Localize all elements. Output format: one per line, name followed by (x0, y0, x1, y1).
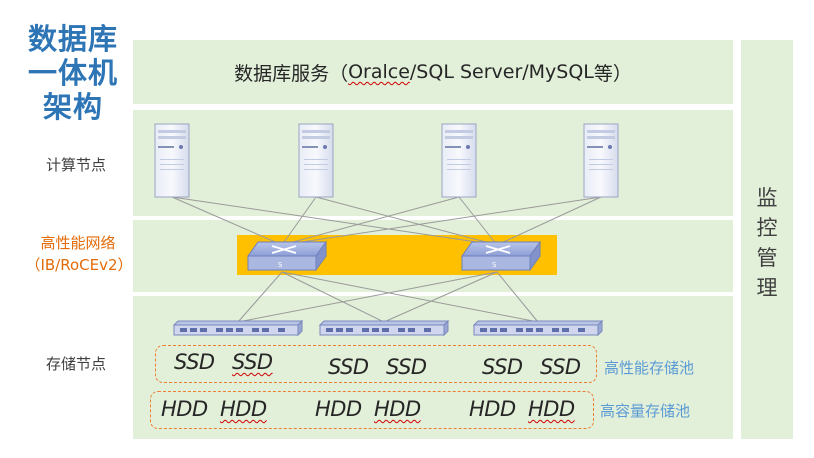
db-service-product-1: Oralce (348, 61, 410, 83)
title-line-1: 数据库 (27, 22, 118, 56)
storage-band (133, 296, 733, 439)
hdd-disk-6: HDD (528, 397, 575, 421)
compute-server-2 (298, 123, 334, 198)
monitor-char-4: 理 (756, 276, 778, 300)
switch-1-glyph: S (278, 261, 283, 269)
network-switch-1: S (247, 240, 327, 272)
network-storage-links (237, 271, 539, 323)
monitor-char-1: 监 (756, 186, 778, 210)
ssd-disk-2: SSD (232, 350, 273, 374)
title-line-3: 架构 (42, 90, 103, 124)
monitor-panel (741, 40, 793, 439)
db-service-suffix: 等） (593, 62, 632, 85)
storage-node-label: 存储节点 (46, 355, 107, 373)
compute-network-links (171, 196, 602, 246)
db-service-prefix: 数据库服务（ (234, 62, 349, 85)
monitor-char-3: 管 (756, 246, 778, 270)
ssd-disk-5: SSD (482, 355, 523, 379)
switch-2-glyph: S (492, 261, 497, 269)
compute-server-4 (583, 123, 619, 198)
hdd-disk-2: HDD (220, 397, 267, 421)
storage-enclosure-2 (318, 319, 450, 337)
compute-server-3 (441, 123, 477, 198)
hdd-disk-4: HDD (374, 397, 421, 421)
network-switch-2: S (461, 240, 541, 272)
storage-enclosure-3 (472, 319, 604, 337)
db-service-middle: /SQL Server/ (409, 61, 529, 83)
ssd-disk-3: SSD (328, 355, 369, 379)
monitor-char-2: 控 (756, 216, 778, 240)
storage-enclosure-1 (172, 319, 304, 337)
title-line-2: 一体机 (27, 56, 118, 90)
db-service-product-2: MySQL (528, 61, 594, 83)
hdd-pool-box (150, 391, 594, 429)
hdd-disk-1: HDD (161, 397, 208, 421)
network-label-line-2: （IB/RoCEv2） (25, 256, 133, 274)
ssd-pool-label: 高性能存储池 (604, 359, 695, 377)
hdd-disk-3: HDD (315, 397, 362, 421)
hdd-disk-5: HDD (469, 397, 516, 421)
ssd-disk-4: SSD (386, 355, 427, 379)
ssd-disk-1: SSD (174, 350, 215, 374)
ssd-pool-box (155, 345, 597, 383)
db-service-band (133, 40, 733, 104)
compute-band (133, 110, 733, 216)
compute-node-label: 计算节点 (46, 156, 107, 174)
compute-server-1 (154, 123, 190, 198)
ssd-disk-6: SSD (540, 355, 581, 379)
network-label-line-1: 高性能网络 (40, 234, 116, 252)
hdd-pool-label: 高容量存储池 (600, 402, 691, 420)
